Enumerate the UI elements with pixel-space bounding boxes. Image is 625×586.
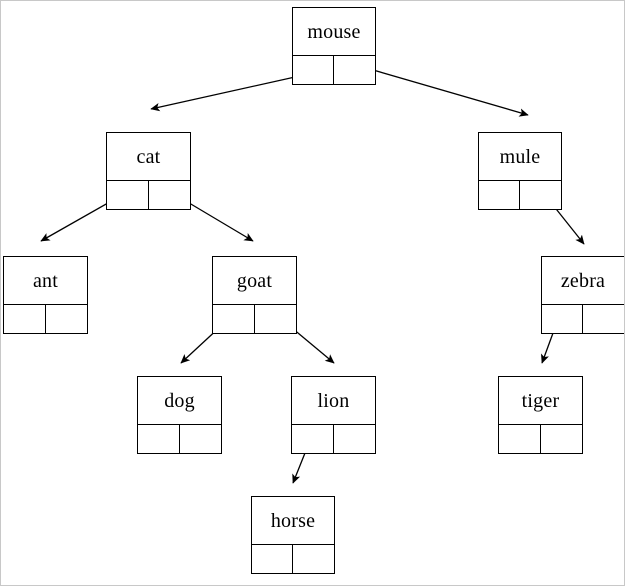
tree-node-lion[interactable]: lion <box>291 376 376 454</box>
tree-node-zebra[interactable]: zebra <box>541 256 624 334</box>
node-pointer-row-cat <box>107 181 190 210</box>
tree-node-goat[interactable]: goat <box>212 256 297 334</box>
node-right-pointer-tiger[interactable] <box>541 425 583 454</box>
node-pointer-row-ant <box>4 305 87 334</box>
node-right-pointer-goat[interactable] <box>255 305 297 334</box>
node-left-pointer-dog[interactable] <box>138 425 180 454</box>
node-pointer-row-goat <box>213 305 296 334</box>
tree-node-mule[interactable]: mule <box>478 132 562 210</box>
node-label-tiger: tiger <box>499 377 582 425</box>
node-pointer-row-horse <box>252 545 334 574</box>
tree-node-cat[interactable]: cat <box>106 132 191 210</box>
node-right-pointer-ant[interactable] <box>46 305 88 334</box>
node-label-ant: ant <box>4 257 87 305</box>
node-right-pointer-mule[interactable] <box>520 181 561 210</box>
tree-node-ant[interactable]: ant <box>3 256 88 334</box>
node-left-pointer-zebra[interactable] <box>542 305 583 334</box>
tree-edge-mouse-mule <box>355 64 529 117</box>
tree-node-dog[interactable]: dog <box>137 376 222 454</box>
node-left-pointer-cat[interactable] <box>107 181 149 210</box>
node-label-mouse: mouse <box>293 8 375 56</box>
node-left-pointer-ant[interactable] <box>4 305 46 334</box>
tree-node-horse[interactable]: horse <box>251 496 335 574</box>
node-label-horse: horse <box>252 497 334 545</box>
node-label-dog: dog <box>138 377 221 425</box>
node-pointer-row-mule <box>479 181 561 210</box>
node-right-pointer-cat[interactable] <box>149 181 191 210</box>
node-pointer-row-zebra <box>542 305 624 334</box>
node-pointer-row-lion <box>292 425 375 454</box>
node-label-mule: mule <box>479 133 561 181</box>
node-right-pointer-zebra[interactable] <box>583 305 624 334</box>
node-label-cat: cat <box>107 133 190 181</box>
tree-node-mouse[interactable]: mouse <box>292 7 376 85</box>
node-right-pointer-dog[interactable] <box>180 425 222 454</box>
node-right-pointer-horse[interactable] <box>293 545 334 574</box>
node-left-pointer-horse[interactable] <box>252 545 293 574</box>
node-left-pointer-goat[interactable] <box>213 305 255 334</box>
node-label-lion: lion <box>292 377 375 425</box>
tree-node-tiger[interactable]: tiger <box>498 376 583 454</box>
node-left-pointer-mouse[interactable] <box>293 56 334 85</box>
node-left-pointer-mule[interactable] <box>479 181 520 210</box>
node-pointer-row-mouse <box>293 56 375 85</box>
node-right-pointer-mouse[interactable] <box>334 56 375 85</box>
node-left-pointer-tiger[interactable] <box>499 425 541 454</box>
node-left-pointer-lion[interactable] <box>292 425 334 454</box>
node-pointer-row-dog <box>138 425 221 454</box>
node-right-pointer-lion[interactable] <box>334 425 376 454</box>
tree-edge-mouse-cat <box>150 72 314 112</box>
node-label-zebra: zebra <box>542 257 624 305</box>
node-pointer-row-tiger <box>499 425 582 454</box>
node-label-goat: goat <box>213 257 296 305</box>
